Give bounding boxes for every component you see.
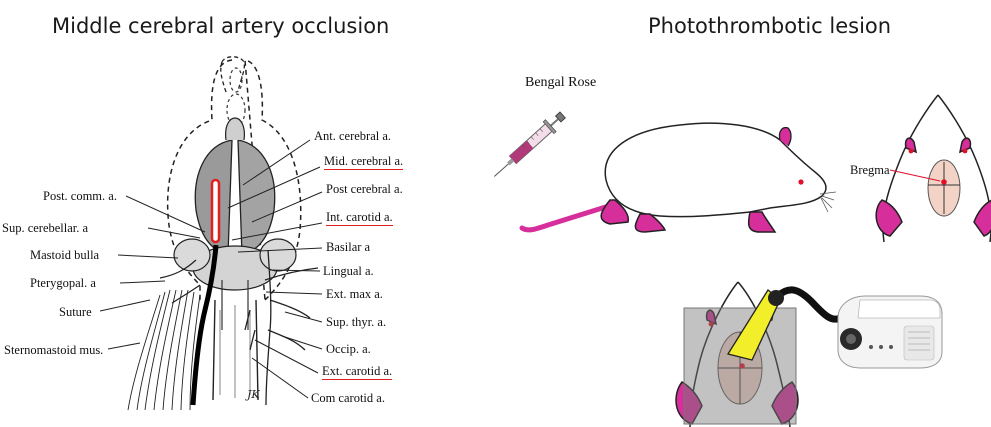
label-bregma: Bregma	[850, 163, 890, 177]
label-bengal-rose: Bengal Rose	[525, 76, 596, 90]
cold-light-source-device	[838, 296, 942, 368]
syringe-icon	[489, 109, 568, 182]
light-shield-mask	[684, 308, 796, 424]
rat-side-view	[522, 123, 836, 232]
rat-top-view-small	[876, 95, 991, 242]
